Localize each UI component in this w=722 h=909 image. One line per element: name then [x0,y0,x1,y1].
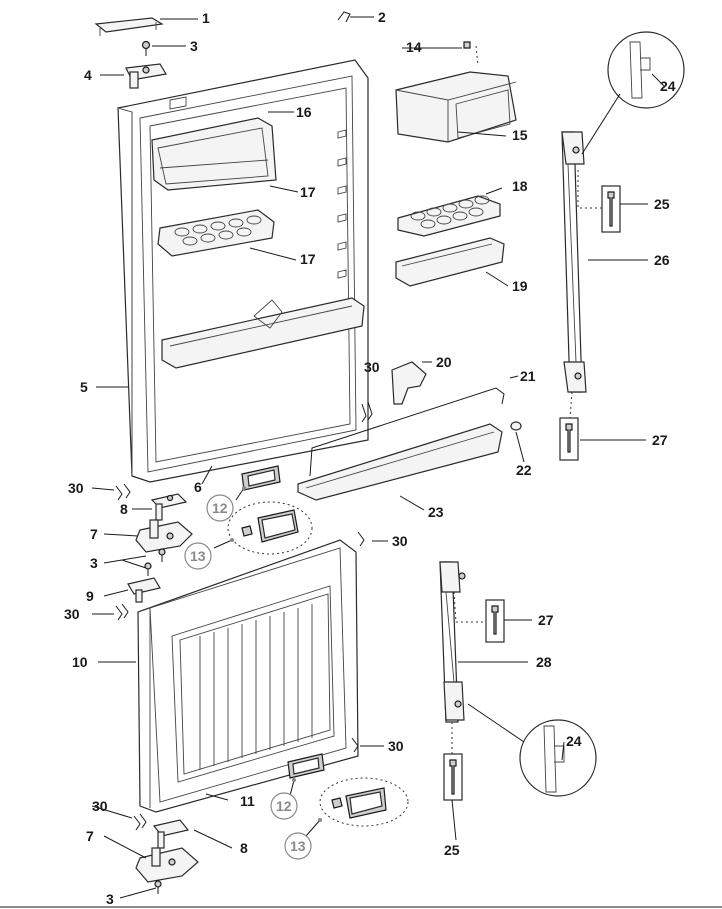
callout-9: 9 [86,588,94,604]
callout-19: 19 [512,278,528,294]
callout-8-b: 8 [240,840,248,856]
screw-25-upper [601,185,621,233]
callout-3-bottom: 3 [106,891,114,907]
lower-door [137,539,359,813]
bottom-bottle-shelf [297,423,503,501]
screws-3-middle [144,548,166,576]
rod [309,387,505,477]
detail-view-upper [581,31,685,155]
callout-12-b: 12 [276,798,292,814]
callout-18: 18 [512,178,528,194]
callout-30-c: 30 [392,533,408,549]
top-cover [94,17,164,36]
callout-8-a: 8 [120,501,128,517]
screw-3-bottom [154,880,162,894]
callout-3-top: 3 [190,38,198,54]
bottom-hinge-7 [135,847,199,883]
callout-13-b: 13 [290,838,306,854]
callout-27-a: 27 [652,432,668,448]
callout-13-a: 13 [190,548,206,564]
callout-7-a: 7 [90,526,98,542]
egg-tray-door [157,209,275,257]
callout-27-b: 27 [538,612,554,628]
handle-lower [439,561,466,723]
stopper-13-upper [227,501,313,555]
callout-30-e: 30 [92,798,108,814]
screw-top [141,40,151,56]
stopper-13-lower [319,777,409,827]
callout-22: 22 [516,462,532,478]
butter-compartment [151,117,277,191]
callout-23: 23 [428,504,444,520]
screw-27-lower [485,599,505,643]
callout-12-a: 12 [212,500,228,516]
egg-tray-shelf [397,195,501,237]
bottle-shelf-door [161,297,365,369]
callout-15: 15 [512,127,528,143]
screw-27-upper [559,417,579,461]
callout-6: 6 [194,479,202,495]
clips-30 [115,401,373,831]
callout-30-d: 30 [388,738,404,754]
callout-1: 1 [202,10,210,26]
callout-30-b: 30 [64,606,80,622]
callout-30-door: 30 [364,359,380,375]
callout-24-a: 24 [660,78,676,94]
callout-17-b: 17 [300,251,316,267]
callout-25-b: 25 [444,842,460,858]
callout-20: 20 [436,354,452,370]
hinge-pin-8-upper [150,493,188,521]
circled-callouts: 12 13 12 13 [184,494,312,860]
callout-7-b: 7 [86,828,94,844]
small-tray [395,237,505,287]
latch-part [391,361,427,405]
callout-11: 11 [240,793,255,809]
callout-26: 26 [654,252,670,268]
callout-4: 4 [84,67,92,83]
handle-upper [561,131,587,393]
callout-dots [213,486,322,837]
callout-30-a: 30 [68,480,84,496]
callout-14: 14 [406,39,422,55]
gasket-12-upper [241,465,281,491]
callout-10: 10 [72,654,88,670]
callout-5: 5 [80,379,88,395]
leader-lines [91,16,665,899]
screw-25-lower [443,753,463,801]
callout-labels: 1 2 3 4 14 15 16 17 17 18 19 5 20 30 21 … [64,9,676,907]
callout-24-b: 24 [566,733,582,749]
middle-hinge-7 [135,519,193,553]
detail-view-lower [467,703,597,797]
callout-17-a: 17 [300,184,316,200]
callout-25-a: 25 [654,196,670,212]
screw-14 [463,41,471,49]
small-cap [510,421,522,431]
callout-2: 2 [378,9,386,25]
dairy-box [395,71,517,143]
callout-16: 16 [296,104,312,120]
gasket-12-lower [287,753,325,779]
callout-3-mid: 3 [90,555,98,571]
top-hinge [125,63,167,89]
hinge-9 [127,577,161,603]
callout-21: 21 [520,368,536,384]
callout-28: 28 [536,654,552,670]
hinge-pin-8-lower [152,819,190,849]
clip-2 [337,11,351,23]
